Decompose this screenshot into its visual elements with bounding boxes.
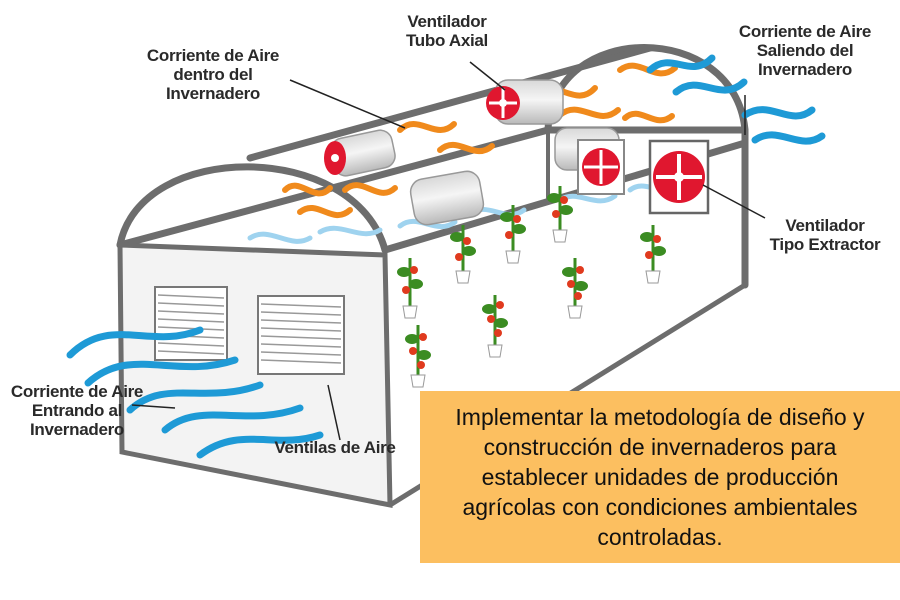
label-line: Entrando al	[2, 401, 152, 420]
label-line: Tubo Axial	[387, 31, 507, 50]
callout-text: Implementar la metodología de diseño y c…	[432, 402, 888, 552]
label-line: Corriente de Aire	[715, 22, 895, 41]
label-line: Ventilas de Aire	[260, 438, 410, 457]
label-extractor-fan: Ventilador Tipo Extractor	[750, 216, 900, 254]
label-line: Ventilador	[387, 12, 507, 31]
label-line: Corriente de Aire	[2, 382, 152, 401]
label-air-out: Corriente de Aire Saliendo del Invernade…	[715, 22, 895, 79]
axial-fan-middle	[409, 169, 486, 226]
label-line: Ventilador	[750, 216, 900, 235]
label-air-inside: Corriente de Aire dentro del Invernadero	[128, 46, 298, 103]
objective-callout: Implementar la metodología de diseño y c…	[420, 391, 900, 563]
label-line: dentro del	[128, 65, 298, 84]
vent-left	[155, 287, 227, 360]
label-line: Tipo Extractor	[750, 235, 900, 254]
label-line: Corriente de Aire	[128, 46, 298, 65]
front-wall	[120, 245, 390, 505]
label-axial-fan: Ventilador Tubo Axial	[387, 12, 507, 50]
extractor-fan-left	[578, 140, 624, 194]
axial-fan-top	[486, 80, 563, 124]
label-air-in: Corriente de Aire Entrando al Invernader…	[2, 382, 152, 439]
label-vents: Ventilas de Aire	[260, 438, 410, 457]
vent-right	[258, 296, 344, 374]
label-line: Invernadero	[715, 60, 895, 79]
label-line: Invernadero	[128, 84, 298, 103]
extractor-fan-right	[650, 141, 708, 213]
label-line: Invernadero	[2, 420, 152, 439]
label-line: Saliendo del	[715, 41, 895, 60]
